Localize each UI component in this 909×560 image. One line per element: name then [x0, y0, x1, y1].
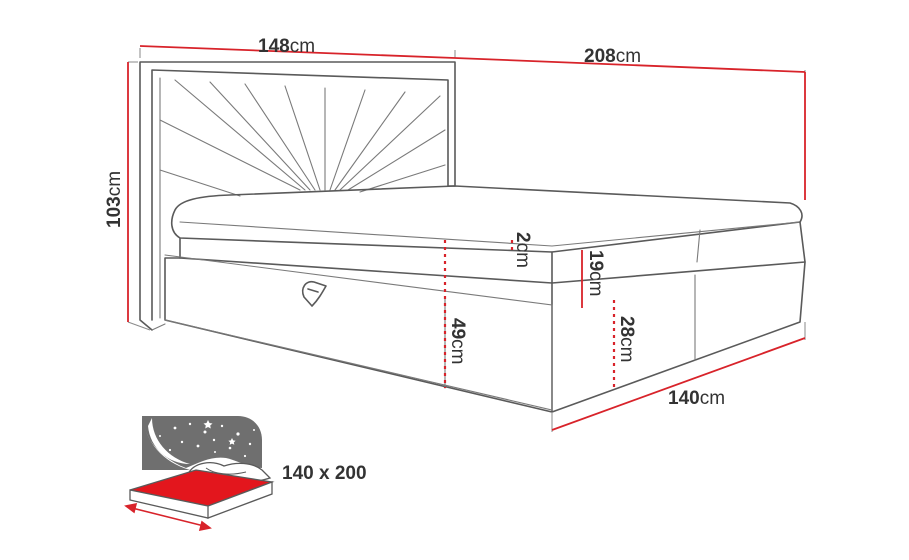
bed-illustration — [139, 61, 806, 413]
dimension-lines — [127, 45, 806, 431]
sleeping-area-icon: 140 x 200 — [124, 416, 367, 532]
topper-seam — [179, 221, 801, 247]
label-frame-49: 49cm — [447, 318, 468, 364]
stars-icon — [159, 420, 255, 458]
label-height-103: 103cm — [104, 171, 125, 228]
base-bottom-edge — [164, 254, 553, 411]
mattress-side-icon — [129, 481, 273, 519]
sleeping-area-label: 140 x 200 — [282, 463, 367, 484]
base-side — [551, 261, 806, 413]
storage-handle — [301, 280, 327, 307]
label-width-140: 140cm — [668, 388, 725, 409]
label-topper-2: 2cm — [512, 232, 533, 268]
base-front — [164, 257, 553, 413]
label-mattress-19: 19cm — [585, 250, 606, 296]
label-width-148: 148cm — [258, 36, 315, 57]
night-sky-icon — [142, 416, 262, 468]
headboard-panel — [151, 69, 449, 321]
headboard-side — [151, 77, 166, 331]
width-140-line — [551, 337, 806, 431]
length-208-line — [454, 57, 806, 73]
headboard-tufting — [159, 79, 446, 197]
mattress-top — [170, 185, 803, 253]
mattress-front — [179, 221, 806, 284]
label-base-28: 28cm — [616, 316, 637, 362]
headboard-outline — [139, 61, 456, 331]
mattress-side-seam — [696, 229, 701, 263]
width-arrow-icon — [124, 502, 212, 532]
width-148-line — [139, 45, 456, 59]
dimension-labels: 148cm 208cm 103cm 2cm 19cm 49cm 28cm 140… — [104, 36, 725, 409]
label-length-208: 208cm — [584, 46, 641, 67]
